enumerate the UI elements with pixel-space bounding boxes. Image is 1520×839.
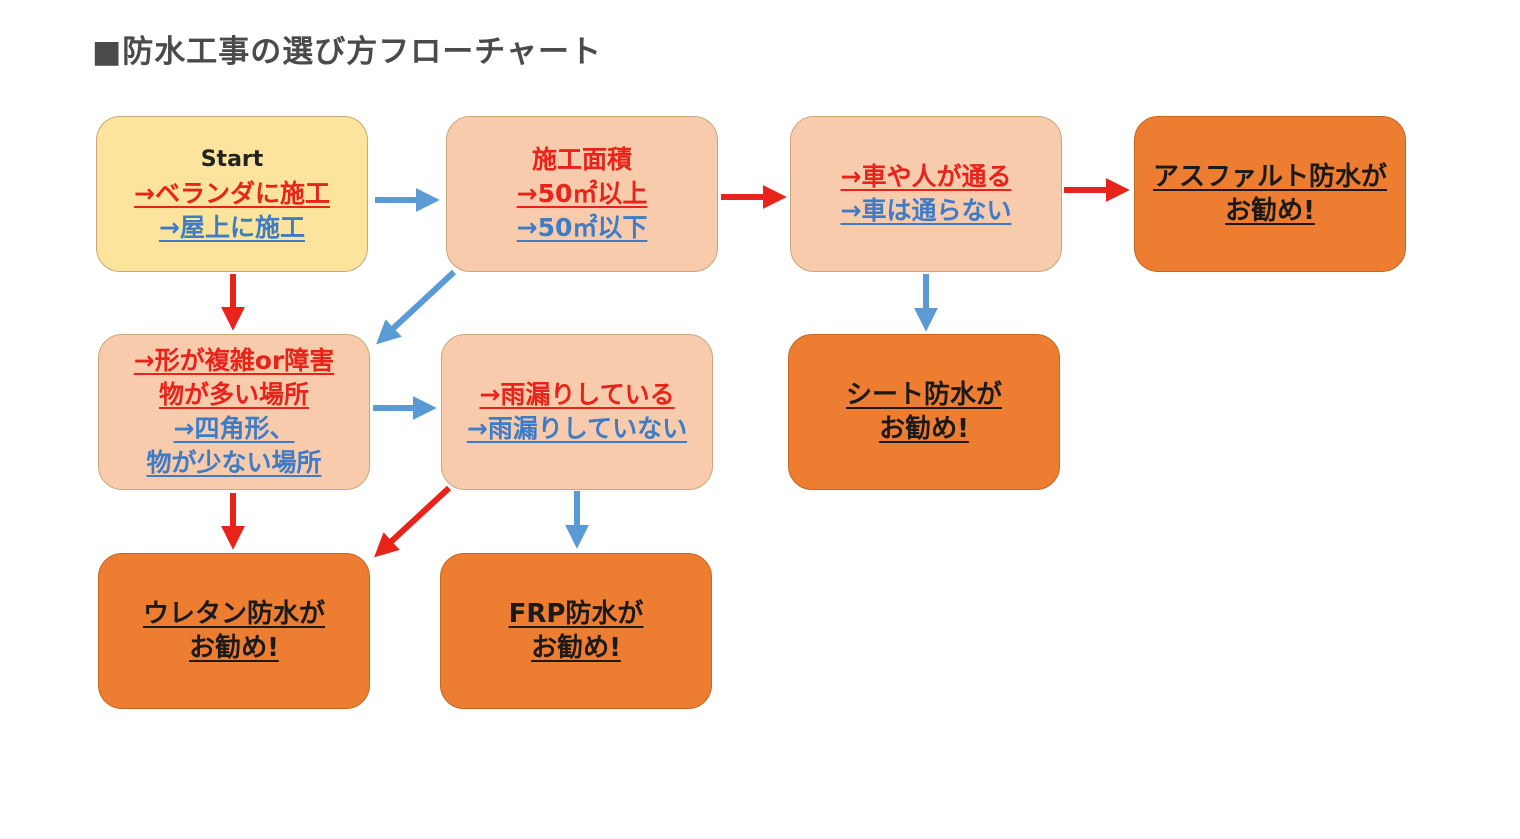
frp-result-line1: FRP防水が [508, 599, 644, 629]
arrow-area-to-shape [376, 269, 457, 345]
asphalt-result-line2: お勧め! [1225, 196, 1315, 226]
start-yes-option: →ベランダに施工 [134, 179, 330, 208]
area-node: 施工面積 →50㎡以上 →50㎡以下 [446, 116, 718, 272]
page-title: ■防水工事の選び方フローチャート [92, 34, 602, 70]
shape-no-option-line2: 物が少ない場所 [146, 448, 322, 477]
shape-yes-option-line1: →形が複雑or障害 [133, 346, 335, 375]
area-yes-option: →50㎡以上 [516, 179, 648, 208]
traffic-no-option: →車は通らない [840, 196, 1012, 225]
shape-node: →形が複雑or障害 物が多い場所 →四角形、 物が少ない場所 [98, 334, 370, 490]
traffic-node: →車や人が通る →車は通らない [790, 116, 1062, 272]
leak-yes-option: →雨漏りしている [479, 380, 675, 409]
sheet-result-node: シート防水が お勧め! [788, 334, 1060, 490]
area-label: 施工面積 [531, 145, 632, 174]
asphalt-result-line1: アスファルト防水が [1152, 162, 1387, 192]
urethane-result-line1: ウレタン防水が [142, 599, 325, 629]
sheet-result-line1: シート防水が [845, 380, 1002, 410]
frp-result-node: FRP防水が お勧め! [440, 553, 712, 709]
urethane-result-node: ウレタン防水が お勧め! [98, 553, 370, 709]
leak-no-option: →雨漏りしていない [466, 414, 688, 443]
shape-no-option-line1: →四角形、 [173, 414, 295, 443]
shape-yes-option-line2: 物が多い場所 [158, 380, 309, 409]
sheet-result-line2: お勧め! [879, 414, 969, 444]
frp-result-line2: お勧め! [531, 633, 621, 663]
start-no-option: →屋上に施工 [159, 213, 305, 242]
area-no-option: →50㎡以下 [516, 213, 648, 242]
start-node: Start →ベランダに施工 →屋上に施工 [96, 116, 368, 272]
traffic-yes-option: →車や人が通る [840, 162, 1012, 191]
start-label: Start [200, 147, 264, 172]
urethane-result-line2: お勧め! [189, 633, 279, 663]
asphalt-result-node: アスファルト防水が お勧め! [1134, 116, 1406, 272]
leak-node: →雨漏りしている →雨漏りしていない [441, 334, 713, 490]
arrow-leak-to-urethane [374, 485, 452, 558]
